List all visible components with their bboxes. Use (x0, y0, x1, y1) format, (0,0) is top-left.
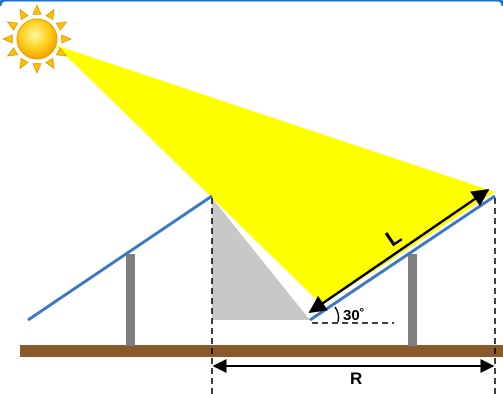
shadow-area (212, 198, 310, 320)
sun-ray (45, 8, 55, 21)
support-left (126, 254, 135, 346)
sun-ray (55, 47, 68, 57)
length-arrow (308, 188, 490, 314)
support-right (408, 254, 417, 346)
ground (20, 345, 503, 357)
spacing-label: R (350, 369, 362, 388)
sunlight-beam (55, 45, 495, 305)
sun-ray (1, 34, 13, 44)
panel-left (27, 194, 213, 322)
sun-ray (6, 21, 19, 31)
angle-label: 30˚ (343, 307, 365, 324)
sun-ray (55, 21, 68, 31)
sun-ray (32, 3, 42, 15)
angle-arc (334, 306, 340, 323)
sun-ray (19, 57, 29, 70)
sun-ray (19, 8, 29, 21)
sun-icon (1, 3, 73, 75)
sun-ray (45, 57, 55, 70)
sun-ray (32, 63, 42, 75)
sun-ray (6, 47, 19, 57)
sun-ray (61, 34, 73, 44)
frame-border (0, 0, 503, 7)
